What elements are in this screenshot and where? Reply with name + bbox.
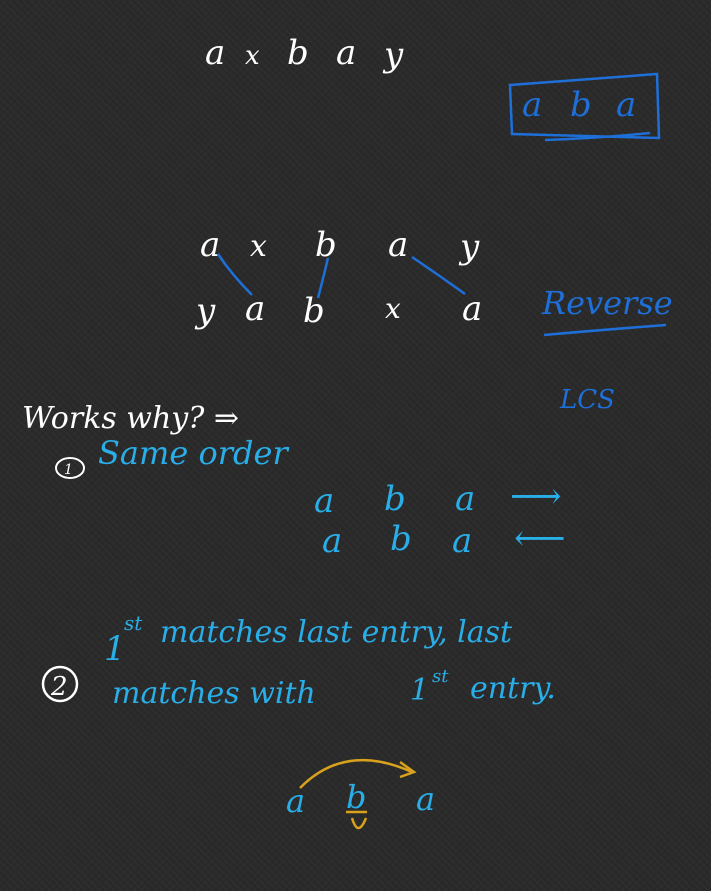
original-row: a x b a y	[200, 225, 480, 267]
rev-char: a	[245, 289, 265, 329]
palindrome-char: a	[286, 782, 305, 820]
forward-char: b	[384, 479, 406, 519]
palindrome-example: a b a	[286, 758, 435, 830]
backward-char: a	[452, 521, 472, 561]
backward-row: a b a ⟵	[322, 518, 566, 561]
top-char: a	[336, 33, 356, 73]
match-lines	[216, 253, 466, 299]
line2-superscript: st	[432, 666, 449, 687]
top-char: x	[245, 41, 260, 71]
backward-char: a	[322, 521, 342, 561]
line1-superscript: st	[124, 611, 143, 635]
reverse-label: Reverse	[541, 284, 673, 322]
forward-row: a b a ⟶	[314, 476, 562, 521]
top-char: a	[205, 33, 225, 73]
rev-char: b	[303, 291, 325, 331]
boxed-result: a b a	[508, 72, 661, 142]
point-1-number: 1	[64, 462, 73, 478]
swap-arc-arrow	[299, 758, 413, 789]
forward-arrow: ⟶	[510, 476, 562, 517]
palindrome-char: b	[346, 778, 366, 816]
rev-char: y	[194, 291, 216, 331]
point-1: 1 Same order a b a ⟶ a b a ⟵	[55, 434, 566, 561]
point-2-line-1: 1 st matches last entry, last	[104, 611, 513, 669]
rev-char: x	[385, 292, 401, 325]
reversed-row: y a b x a	[194, 289, 482, 331]
backward-char: b	[390, 519, 412, 559]
center-self-loop	[350, 817, 368, 830]
forward-char: a	[455, 479, 475, 519]
arrowhead-icon	[399, 760, 417, 779]
point-1-text: Same order	[98, 434, 289, 472]
orig-char: a	[388, 225, 408, 265]
boxed-char: b	[570, 85, 592, 125]
backward-arrow: ⟵	[514, 518, 566, 559]
reverse-annotation: Reverse	[541, 284, 673, 337]
orig-char: y	[458, 227, 480, 267]
match-line	[216, 253, 253, 296]
line1-text: matches last entry, last	[160, 615, 513, 650]
lcs-label: LCS	[559, 385, 615, 415]
orig-char: b	[315, 225, 337, 265]
rev-char: a	[462, 289, 482, 329]
point-2: 2 1 st matches last entry, last matches …	[41, 611, 556, 711]
point-2-number: 2	[50, 672, 68, 702]
top-char: b	[287, 33, 309, 73]
line1-number: 1	[104, 629, 126, 669]
works-why-heading: Works why? ⇒	[22, 401, 239, 436]
orig-char: a	[200, 225, 220, 265]
line2-number: 1	[410, 673, 429, 708]
orig-char: x	[250, 229, 267, 264]
boxed-char: a	[522, 85, 542, 125]
line2-text: matches with	[112, 676, 316, 711]
point-2-line-2: matches with 1 st entry.	[112, 666, 556, 711]
reverse-underline	[543, 323, 667, 337]
match-line	[316, 257, 330, 299]
forward-char: a	[314, 481, 334, 521]
top-char: y	[382, 35, 404, 75]
match-line	[411, 255, 466, 296]
palindrome-char: a	[416, 780, 435, 818]
line2-end: entry.	[470, 671, 556, 706]
result-box	[508, 72, 661, 140]
point-1-circle	[55, 457, 85, 479]
boxed-char: a	[616, 85, 636, 125]
result-underline	[544, 131, 651, 142]
top-string: a x b a y	[205, 33, 404, 75]
point-2-circle	[41, 665, 79, 703]
